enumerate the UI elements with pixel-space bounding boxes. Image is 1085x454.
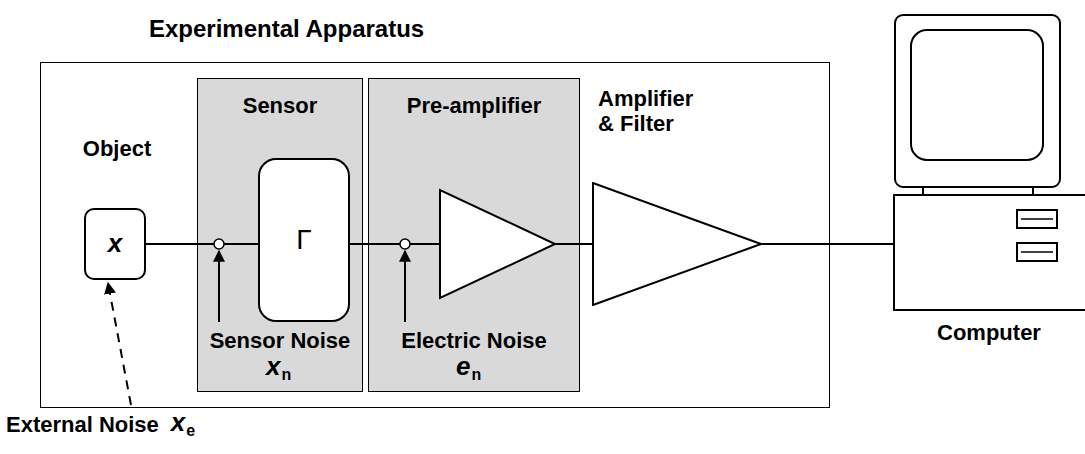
monitor-screen: [911, 30, 1043, 160]
amplifier-symbol: [593, 183, 761, 305]
drive-slot: [1017, 243, 1057, 261]
node-heading: Sensor: [243, 93, 318, 118]
transfer-symbol-holder: Γ: [260, 160, 348, 320]
panel-fill: [368, 78, 580, 392]
noise-arrow: [218, 251, 220, 322]
noise-subscript-holder: n: [281, 366, 291, 384]
monitor-stand: [923, 187, 1033, 195]
node-heading-holder: Amplifier & Filter: [598, 86, 706, 137]
noise-label: External Noise: [6, 412, 159, 437]
panel-fill: [197, 78, 363, 392]
noise-arrow: [404, 251, 406, 322]
noise-label-holder: Sensor Noise: [198, 328, 362, 353]
node-heading-holder: Computer: [893, 320, 1085, 345]
noise-subscript: e: [186, 422, 195, 439]
signal-wire: [555, 243, 580, 245]
computer-tower: [894, 195, 1085, 310]
computer-outline: [893, 12, 1085, 310]
node-heading-holder: Pre-amplifier: [369, 93, 579, 118]
monitor-case: [895, 15, 1060, 187]
signal-wire: [350, 243, 368, 245]
drive-slot: [1017, 210, 1057, 228]
preamp-triangle: [440, 190, 555, 298]
drive-slit: [1021, 251, 1053, 253]
junction-circle: [400, 239, 410, 249]
junction-circle: [214, 239, 224, 249]
noise-label-holder: External Noise: [6, 412, 159, 437]
transfer-symbol: Γ: [296, 224, 311, 256]
node-heading: Computer: [937, 320, 1041, 345]
node-heading-holder: Sensor: [198, 93, 362, 118]
computer-icon: Computer: [893, 12, 1085, 310]
object-box: Objectx: [84, 208, 146, 280]
apparatus-box: ObjectxΓSensorPre-amplifierAmplifier & F…: [40, 62, 830, 408]
noise-symbol: e: [456, 351, 470, 381]
signal-wire: [762, 243, 893, 245]
noise-subscript: n: [281, 366, 291, 383]
node-heading: Amplifier & Filter: [598, 86, 693, 136]
noise-label: Electric Noise: [401, 328, 547, 353]
noise-label: Sensor Noise: [210, 328, 351, 353]
signal-wire: [146, 243, 258, 245]
noise-subscript: n: [471, 366, 481, 383]
diagram-title-holder: Experimental Apparatus: [149, 15, 549, 43]
node-heading: Pre-amplifier: [407, 93, 542, 118]
amplifier-triangle: Amplifier & Filter: [592, 182, 762, 306]
noise-symbol: x: [266, 351, 280, 381]
noise-symbol-holder: e: [456, 352, 470, 382]
triangle-outline: [592, 182, 762, 306]
noise-subscript-holder: e: [186, 422, 195, 440]
noise-label-holder: Electric Noise: [378, 328, 570, 353]
variable-symbol-holder: x: [86, 210, 144, 278]
noise-symbol: x: [171, 407, 185, 437]
noise-subscript-holder: n: [471, 366, 481, 384]
node-heading-holder: Object: [57, 136, 177, 161]
noise-symbol-holder: x: [171, 408, 185, 438]
noise-symbol-holder: x: [266, 352, 280, 382]
transfer-box: Γ: [258, 158, 350, 322]
external-noise-arrow: [108, 283, 131, 405]
variable-symbol: x: [108, 229, 122, 259]
diagram-title: Experimental Apparatus: [149, 15, 424, 42]
drive-slit: [1021, 218, 1053, 220]
signal-wire: [580, 243, 592, 245]
node-heading: Object: [83, 136, 151, 161]
